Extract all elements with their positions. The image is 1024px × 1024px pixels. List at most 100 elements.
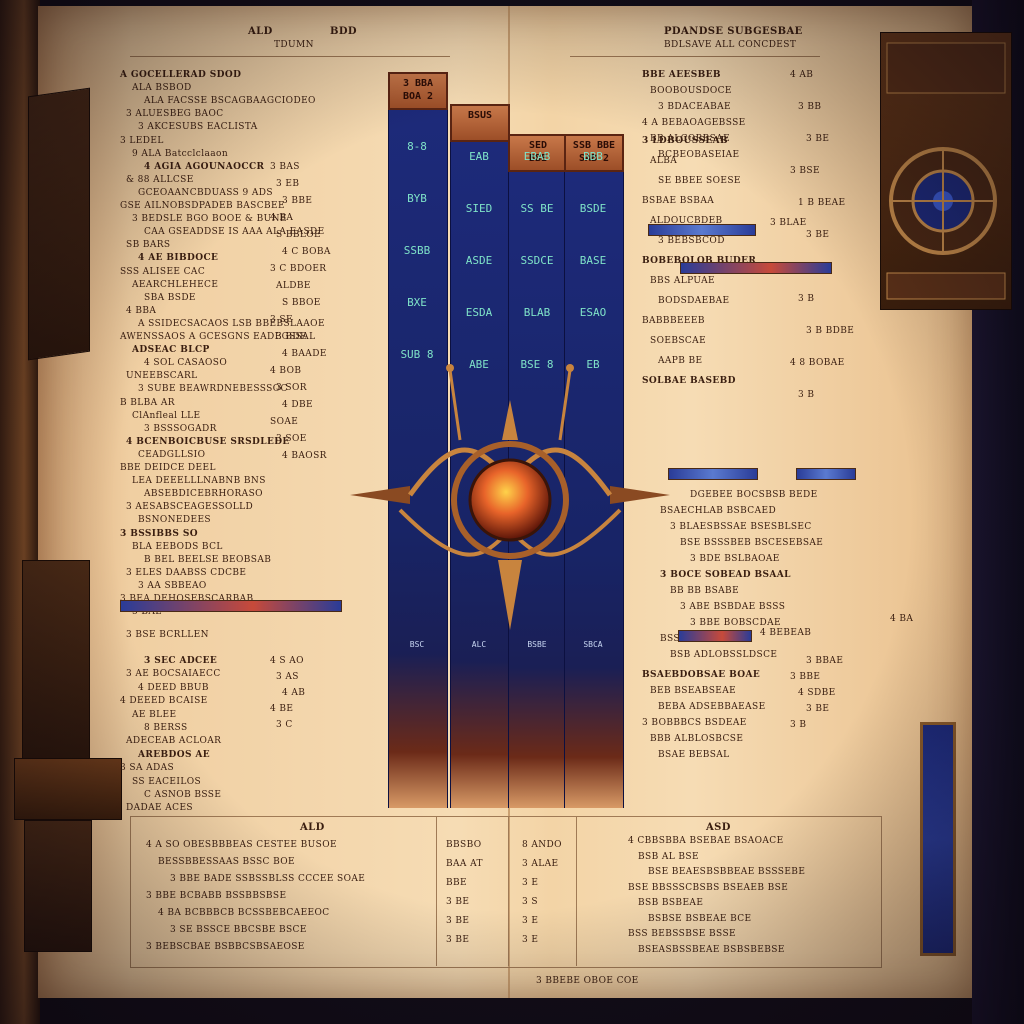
clock-gear-icon — [886, 42, 1006, 300]
right-page-value: 3 BE — [806, 134, 830, 144]
right-page-value: 1 B BEAE — [798, 198, 846, 208]
right-bar-4 — [796, 468, 856, 480]
footer-left-line: 3 BBE BCBABB BSSBBSBSE — [146, 891, 287, 901]
footer-mid2-line: 3 E — [522, 916, 539, 926]
footer-mid-line: BBE — [446, 878, 467, 888]
left-page-line: 3 LEDEL — [120, 135, 164, 146]
right-page-line: BBB ALBLOSBCSE — [650, 734, 744, 744]
column-value: BYB — [407, 192, 427, 205]
left-page-line: C ASNOB BSSE — [144, 790, 222, 800]
column-value: SS BE — [520, 202, 554, 215]
footer-left-line: 4 BA BCBBBCB BCSSBEBCAEEOC — [158, 908, 330, 918]
footer-right-line: 4 CBBSBBA BSEBAE BSAOACE — [628, 836, 784, 846]
header-top-left-sub: TDUMN — [274, 40, 314, 50]
left-page-line: 4 AE BIBDOCE — [138, 253, 219, 264]
right-page-line: BOOBOUSDOCE — [650, 86, 732, 96]
right-page-value: 3 B — [798, 390, 815, 400]
footer-heading-right: ASD — [706, 822, 731, 833]
footer-mid2-line: 3 S — [522, 897, 538, 907]
footer-right-line: BSB AL BSE — [638, 851, 699, 862]
left-page-value: 4 BAOSR — [282, 451, 327, 461]
column-value: ASDE — [465, 254, 493, 267]
left-page-line: SB BARS — [126, 240, 171, 251]
right-bar-label-3: 4 BA — [890, 614, 914, 624]
right-page-line: BODSDAEBAE — [658, 296, 730, 306]
left-page-line: 3 BSSSOGADR — [144, 423, 217, 434]
left-page-line: 4 SOL CASAOSO — [144, 358, 228, 369]
column-value: BLAB — [523, 306, 551, 319]
left-page-line: 4 BCENBOICBUSE SRSDLEDE — [126, 436, 290, 447]
left-page-line: 3 ELES DAABSS CDCBE — [126, 567, 247, 578]
footer-mid-line: 3 BE — [446, 897, 470, 907]
header-top-right: PDANDSE SUBGESBAE — [664, 26, 803, 37]
left-page-value: 4 BE — [270, 704, 294, 714]
left-statue-top — [28, 87, 90, 361]
right-page-line: 3 BOCE SOBEAD BSAAL — [660, 570, 791, 580]
right-page-line: BBS ALPUAE — [650, 276, 716, 286]
right-blue-panel — [920, 722, 956, 956]
footer-mid-line: 3 BE — [446, 916, 470, 926]
column-value: BBB — [583, 150, 603, 163]
left-page-line: 9 ALA Batcclclaaon — [132, 148, 229, 159]
left-page-line: & 88 ALLCSE — [126, 174, 194, 185]
left-page-line: 3 SA ADAS — [120, 763, 175, 774]
left-page-line: 4 DEED BBUB — [138, 682, 209, 693]
left-page-bar — [120, 600, 342, 612]
left-page-value: 3 SOR — [276, 383, 307, 393]
left-statue-bottom — [22, 560, 90, 762]
footer-mid2-line: 8 ANDO — [522, 840, 562, 850]
footer-right-line: BSB BSBEAE — [638, 898, 704, 908]
right-page-line: 4 A BEBAOAGEBSSE — [642, 118, 746, 128]
clock-mechanism-panel — [880, 32, 1012, 310]
column-value: ESDA — [465, 306, 493, 319]
left-page-line: B BLBA AR — [120, 397, 175, 408]
right-page-line: DGEBEE BOCSBSB BEDE — [690, 490, 818, 500]
column-value: 8-8 — [407, 140, 427, 153]
left-page-value: ALDBE — [276, 281, 311, 291]
right-page-line: SE BBEE SOESE — [658, 176, 741, 186]
right-page-line: SOEBSCAE — [650, 336, 707, 346]
column-bottom-label: SBCA — [583, 640, 603, 649]
left-page-value: SOAE — [270, 417, 299, 427]
right-page-value: 4 8 BOBAE — [790, 358, 845, 368]
left-page-line: 3 AE BOCSAIAECC — [126, 669, 221, 680]
right-page-line: BSE BSSSBEB BSCESEBSAE — [680, 538, 824, 548]
right-bar-label-2: 4 BEBEAB — [760, 628, 812, 638]
right-bar-5 — [678, 630, 752, 642]
column-value: BXE — [407, 296, 427, 309]
right-page-line: ALBA — [650, 156, 678, 166]
right-bar-label-1: 3 BLAE — [770, 218, 807, 228]
right-page-line: BEBA ADSEBBAEASE — [658, 702, 766, 712]
right-page-value: 3 BBE — [790, 672, 821, 682]
left-page-value: 3 AS — [276, 672, 299, 682]
left-page-bar-label: 3 BSE BCRLLEN — [126, 630, 209, 640]
left-page-line: A GOCELLERAD SDOD — [120, 70, 242, 80]
left-page-line: 3 BSSIBBS SO — [120, 528, 198, 539]
footer-left-line: 3 BBE BADE SSBSSBLSS CCCEE SOAE — [170, 874, 366, 884]
footer-mid-line: 3 BE — [446, 935, 470, 945]
left-page-value: 4 S AO — [270, 656, 304, 666]
left-page-line: 3 SUBE BEAWRDNEBESSSOC — [138, 384, 288, 395]
right-page-line: 3 BBE BOBSCDAE — [690, 618, 781, 628]
right-page-line: 3 BDACEABAE — [658, 102, 731, 112]
left-page-line: BSNONEDEES — [138, 515, 211, 526]
right-page-line: BBE AEESBEB — [642, 70, 721, 80]
right-page-value: 4 SDBE — [798, 688, 836, 698]
left-page-line: ALA FACSSE BSCAGBAAGCIODEO — [144, 96, 316, 107]
left-page-line: SSS ALISEE CAC — [120, 266, 206, 277]
right-bar-3 — [668, 468, 758, 480]
right-page-line: AAPB BE — [658, 356, 703, 366]
right-page-line: SOLBAE BASEBD — [642, 376, 736, 386]
left-page-line: ALA BSBOD — [132, 83, 192, 94]
left-page-value: 3 C — [276, 720, 293, 730]
left-page-line: B BEL BEELSE BEOBSAB — [144, 554, 272, 565]
footer-right-line: BSEASBSSBEAE BSBSBEBSE — [638, 944, 785, 955]
column-value: ESAO — [579, 306, 607, 319]
footer-left-line: 3 SE BSSCE BBCSBE BSCE — [170, 925, 307, 935]
left-page-line: 3 ALUESBEG BAOC — [126, 109, 224, 120]
header-top-left-2: BDD — [330, 26, 357, 37]
left-page-line: CEADGLLSIO — [138, 449, 206, 460]
left-page-line: 3 SEC ADCEE — [144, 656, 218, 666]
left-page-value: 3 SOE — [276, 434, 307, 444]
